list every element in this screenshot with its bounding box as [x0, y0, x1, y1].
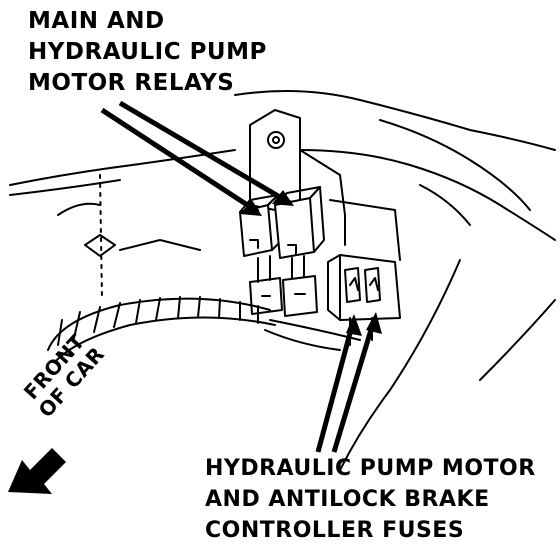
fuse-label-line-1: HYDRAULIC PUMP MOTOR	[205, 456, 536, 481]
relay-connectors	[249, 255, 318, 317]
relay-label-line-1: MAIN AND	[28, 8, 165, 34]
relay-label-line-3: MOTOR RELAYS	[28, 70, 235, 96]
fuse-leader-arrows	[315, 312, 382, 453]
fuse-callout-label: HYDRAULIC PUMP MOTOR AND ANTILOCK BRAKE …	[205, 458, 536, 551]
relay-hydraulic-pump	[274, 186, 325, 259]
body-panel-outline	[9, 90, 556, 471]
fuse-label-line-3: CONTROLLER FUSES	[205, 518, 465, 543]
diamond-marker	[84, 234, 116, 257]
relay-callout-label: MAIN AND HYDRAULIC PUMP MOTOR RELAYS	[28, 10, 267, 103]
relay-label-line-2: HYDRAULIC PUMP	[28, 39, 267, 65]
front-direction-arrow	[8, 448, 66, 494]
wire-harness	[47, 296, 361, 363]
relay-leader-arrows	[100, 100, 294, 216]
relay-bracket	[249, 109, 401, 261]
fuse-block	[327, 254, 401, 346]
fuse-label-line-2: AND ANTILOCK BRAKE	[205, 487, 490, 512]
